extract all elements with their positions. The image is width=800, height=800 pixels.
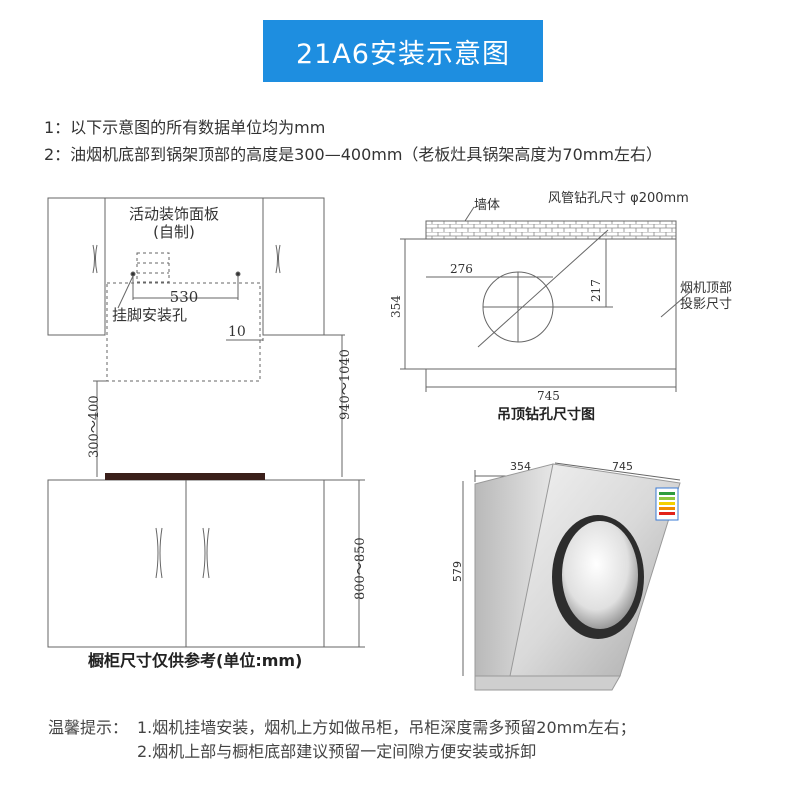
wall-label: 墙体 xyxy=(474,198,500,213)
dim-300-400: 300～400 xyxy=(87,395,102,458)
panel-label: 活动装饰面板 xyxy=(129,205,219,223)
dim-217: 217 xyxy=(589,279,603,302)
projection-label: 烟机顶部 xyxy=(680,281,732,296)
dim-10: 10 xyxy=(228,324,246,340)
dim-354: 354 xyxy=(389,295,403,318)
dim-745: 745 xyxy=(537,389,560,403)
projection-label-sub: 投影尺寸 xyxy=(680,296,732,312)
hood-fan-disc xyxy=(562,521,638,629)
hood-dim-354: 354 xyxy=(510,460,531,473)
dim-940-1040: 940～1040 xyxy=(338,349,353,420)
hood-dashed-outline xyxy=(106,282,261,382)
hood-dim-579: 579 xyxy=(451,561,464,582)
hood-dim-745: 745 xyxy=(612,460,633,473)
lower-handle-left xyxy=(155,527,163,579)
duct-label: 风管钻孔尺寸 φ200mm xyxy=(548,191,689,206)
lower-handle-right xyxy=(202,527,210,579)
dim-276: 276 xyxy=(450,262,473,276)
cabinet-caption: 橱柜尺寸仅供参考(单位:mm) xyxy=(88,651,302,670)
tips-prefix: 温馨提示： xyxy=(48,718,129,737)
cabinet-handle-left xyxy=(92,244,98,274)
page-title: 21A6安装示意图 xyxy=(263,20,543,82)
ceiling-caption: 吊顶钻孔尺寸图 xyxy=(497,406,595,423)
tip-1: 1.烟机挂墙安装，烟机上方如做吊柜，吊柜深度需多预留20mm左右； xyxy=(137,718,636,737)
note-2: 2：油烟机底部到锅架顶部的高度是300—400mm（老板灶具锅架高度为70mm左… xyxy=(44,145,662,164)
tip-2: 2.烟机上部与橱柜底部建议预留一定间隙方便安装或拆卸 xyxy=(137,742,537,761)
dim-800-850: 800～850 xyxy=(353,537,368,600)
dim-530: 530 xyxy=(170,288,199,306)
note-1: 1：以下示意图的所有数据单位均为mm xyxy=(44,118,326,137)
upper-cabinet-left xyxy=(47,197,106,336)
hook-label: 挂脚安装孔 xyxy=(112,306,187,324)
panel-label-sub: (自制) xyxy=(153,223,195,241)
cooktop xyxy=(105,473,265,480)
cabinet-handle-right xyxy=(275,244,281,274)
hood-base xyxy=(474,675,621,691)
